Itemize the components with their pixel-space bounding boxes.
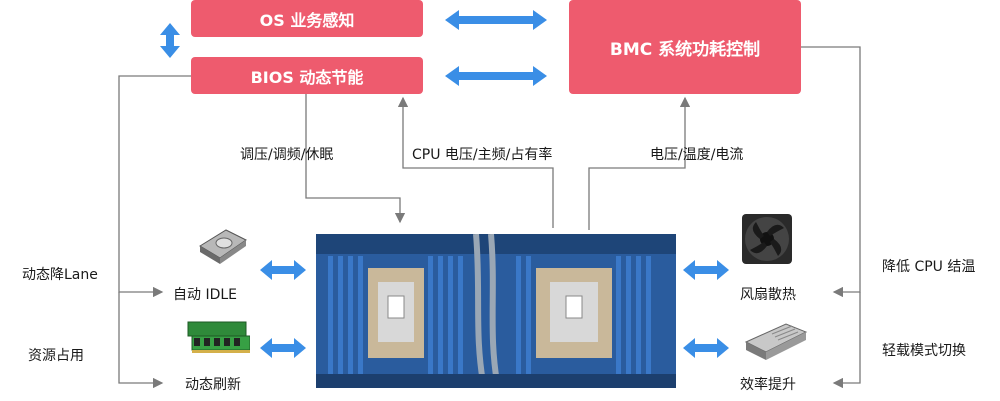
cooling-fan-icon [742,214,792,264]
dynamic-refresh-label: 动态刷新 [185,377,241,393]
fan-cooling-label: 风扇散热 [740,287,796,303]
dynamic-lane-label: 动态降Lane [22,267,98,283]
auto-idle-label: 自动 IDLE [173,287,238,303]
refresh-board-double-arrow [260,338,306,358]
bios-tune-line [305,94,406,224]
bios-bmc-double-arrow [445,66,547,86]
light-load-mode-label: 轻载模式切换 [882,343,966,359]
bmc-to-psu-line [832,292,861,389]
resource-usage-label: 资源占用 [28,348,84,364]
memory-module-icon [187,321,250,353]
power-supply-icon [744,323,808,360]
os-bios-double-arrow [160,23,180,58]
power-metrics-label: 电压/温度/电流 [650,147,744,163]
bios-power-box: BIOS 动态节能 [191,57,423,94]
cpu-temp-label: 降低 CPU 结温 [882,259,976,275]
cpu-metrics-label: CPU 电压/主频/占有率 [412,147,553,163]
bios-to-idle-line [118,75,191,298]
board-fan-double-arrow [683,260,729,280]
bmc-power-control-box: BMC 系统功耗控制 [569,0,801,94]
idle-board-double-arrow [260,260,306,280]
hard-drive-icon [199,229,247,264]
os-awareness-box: OS 业务感知 [191,0,423,37]
bmc-to-fan-line [801,46,861,298]
tune-label: 调压/调频/休眠 [240,147,334,163]
cpu-metrics-line [397,96,554,228]
board-psu-double-arrow [683,338,729,358]
efficiency-label: 效率提升 [740,377,796,393]
server-motherboard-image [316,234,676,388]
power-metrics-line [588,96,691,230]
os-bmc-double-arrow [445,10,547,30]
bios-to-refresh-line [118,292,164,389]
